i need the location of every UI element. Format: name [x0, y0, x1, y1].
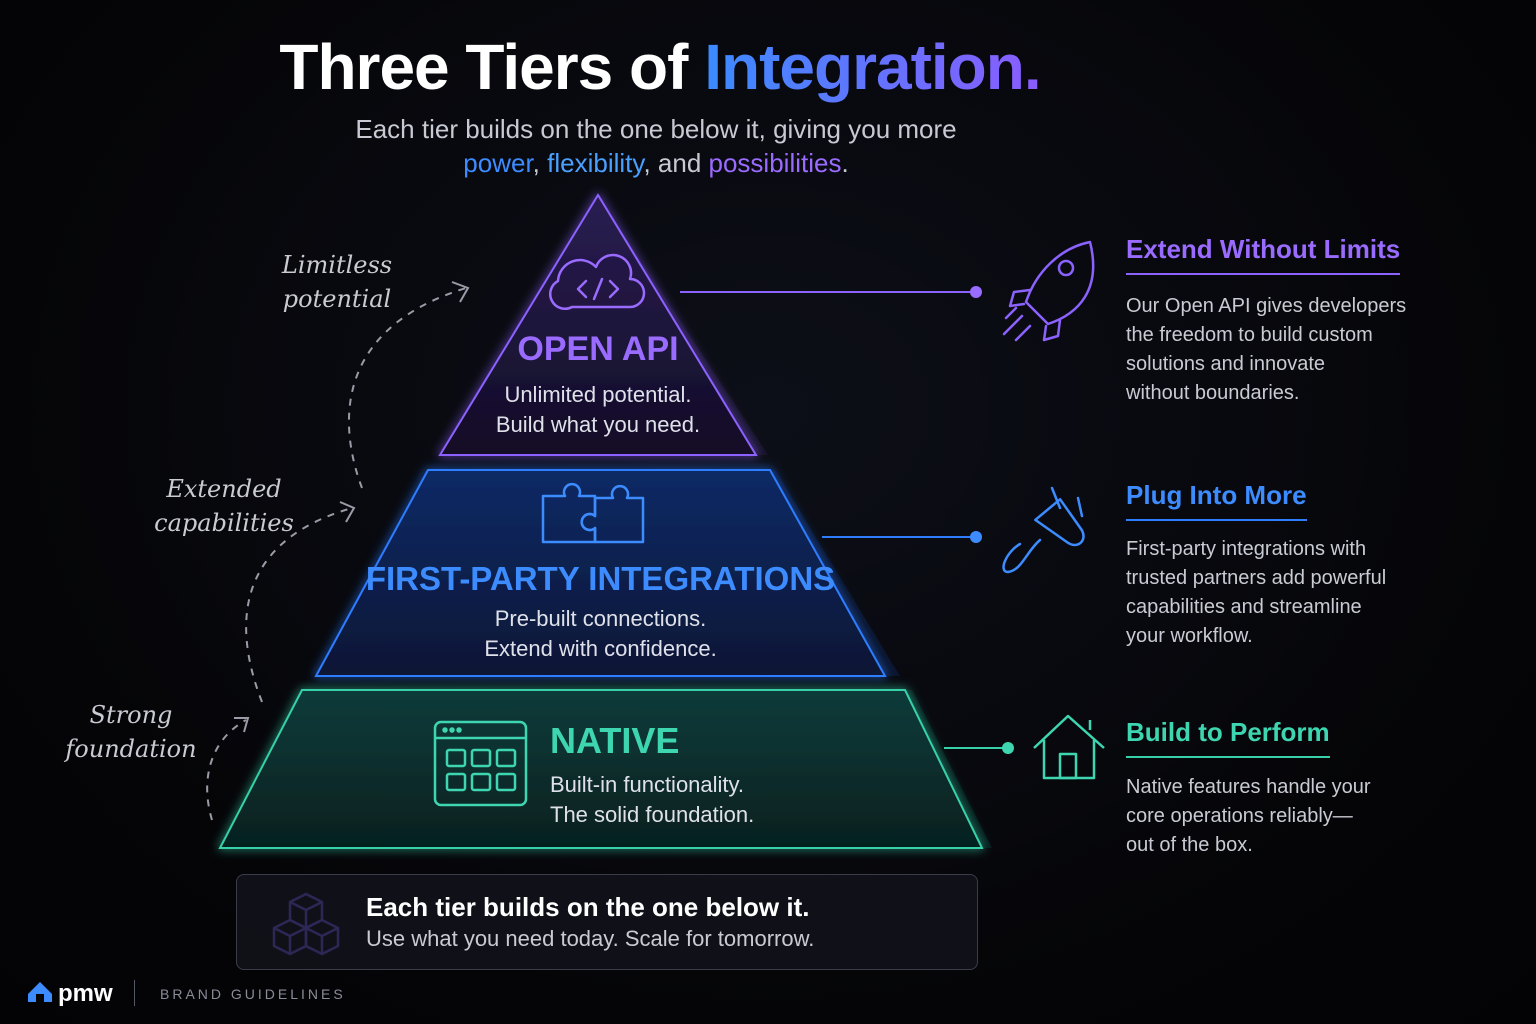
side-first-party-text: First-party integrations with trusted pa…	[1126, 535, 1386, 651]
side-native-heading: Build to Perform	[1126, 717, 1330, 758]
dashed-arrows	[206, 287, 467, 821]
annotation-extended-line-2: capabilities	[154, 509, 294, 537]
subtitle-word-power: power	[463, 148, 533, 178]
tier-bot-side-shade	[905, 690, 992, 848]
title-accent: Integration.	[704, 31, 1041, 103]
tier-first-party-shape	[314, 469, 887, 677]
side-native-text: Native features handle your core operati…	[1126, 773, 1371, 860]
side-open-api-l4: without boundaries.	[1126, 382, 1300, 404]
connector-first-party	[822, 531, 982, 543]
annotation-strong-line-1: Strong	[89, 701, 173, 729]
side-first-party-l3: capabilities and streamline	[1126, 596, 1362, 618]
annotation-limitless: Limitless potential	[262, 248, 412, 316]
arrow-heads	[234, 281, 470, 733]
tier-first-party-line-2: Extend with confidence.	[484, 636, 717, 661]
summary-banner-heading: Each tier builds on the one below it.	[366, 892, 810, 922]
connector-open-api	[680, 286, 982, 298]
side-open-api-l1: Our Open API gives developers	[1126, 295, 1407, 317]
side-native-l1: Native features handle your	[1126, 776, 1371, 798]
tier-open-api-desc: Unlimited potential. Build what you need…	[440, 380, 756, 440]
annotation-limitless-line-2: potential	[282, 285, 392, 313]
tier-first-party-line-1: Pre-built connections.	[494, 606, 707, 631]
side-first-party-l1: First-party integrations with	[1126, 538, 1367, 560]
tier-mid-side-shade	[770, 470, 900, 676]
annotation-limitless-line-1: Limitless	[281, 251, 393, 279]
brand-tagline: BRAND GUIDELINES	[160, 986, 346, 1002]
puzzle-icon	[541, 482, 645, 544]
annotation-strong-line-2: foundation	[65, 735, 197, 763]
app-grid-icon	[433, 720, 528, 807]
side-open-api-heading: Extend Without Limits	[1126, 234, 1401, 275]
side-open-api-text: Our Open API gives developers the freedo…	[1126, 292, 1406, 408]
side-native-l3: out of the box.	[1126, 834, 1253, 856]
tier-open-api-line-2: Build what you need.	[495, 412, 701, 437]
tier-open-api-title: OPEN API	[517, 330, 679, 368]
tier-open-api-line-1: Unlimited potential.	[504, 382, 692, 407]
subtitle-word-flexibility: flexibility	[547, 148, 644, 178]
tier-native-title: NATIVE	[550, 720, 680, 761]
page-title: Three Tiers of Integration.	[0, 30, 1320, 104]
tier-open-api-shape	[438, 193, 758, 456]
tier-native-line-1: Built-in functionality.	[550, 772, 745, 797]
annotation-extended: Extended capabilities	[144, 472, 304, 540]
tier-top-side-shade	[598, 195, 768, 455]
side-first-party-l2: trusted partners add powerful	[1126, 567, 1387, 589]
summary-banner-text: Use what you need today. Scale for tomor…	[366, 926, 815, 951]
brand-divider	[134, 980, 135, 1006]
side-first-party-heading: Plug Into More	[1126, 480, 1307, 521]
tier-first-party-desc: Pre-built connections. Extend with confi…	[316, 604, 885, 664]
subtitle-sep-2: , and	[643, 148, 709, 178]
subtitle-word-possibilities: possibilities	[708, 148, 842, 178]
plug-icon	[1002, 486, 1085, 574]
tier-native-shape	[218, 689, 984, 849]
side-open-api-l3: solutions and innovate	[1126, 353, 1326, 375]
title-main: Three Tiers of	[279, 31, 705, 103]
subtitle-line-1: Each tier builds on the one below it, gi…	[355, 114, 957, 144]
tier-native-line-2: The solid foundation.	[550, 802, 755, 827]
annotation-extended-line-1: Extended	[166, 475, 282, 503]
subtitle-end: .	[841, 148, 849, 178]
side-first-party-l4: your workflow.	[1126, 625, 1253, 647]
summary-banner	[236, 874, 978, 970]
rocket-icon	[1002, 240, 1095, 342]
brand-logo-icon	[28, 982, 52, 1002]
tier-native-desc: Built-in functionality. The solid founda…	[550, 770, 754, 830]
cloud-code-icon	[548, 253, 646, 310]
subtitle-line-2: power, flexibility, and possibilities.	[0, 146, 1312, 180]
page-subtitle: Each tier builds on the one below it, gi…	[0, 112, 1312, 180]
house-icon	[1033, 714, 1105, 780]
connector-native	[944, 742, 1014, 754]
tier-first-party-title: FIRST-PARTY INTEGRATIONS	[365, 560, 836, 597]
brand-name: pmw	[58, 980, 113, 1007]
subtitle-sep-1: ,	[532, 148, 548, 178]
side-open-api-l2: the freedom to build custom	[1126, 324, 1373, 346]
annotation-strong: Strong foundation	[56, 698, 206, 766]
side-native-l2: core operations reliably—	[1126, 805, 1353, 827]
